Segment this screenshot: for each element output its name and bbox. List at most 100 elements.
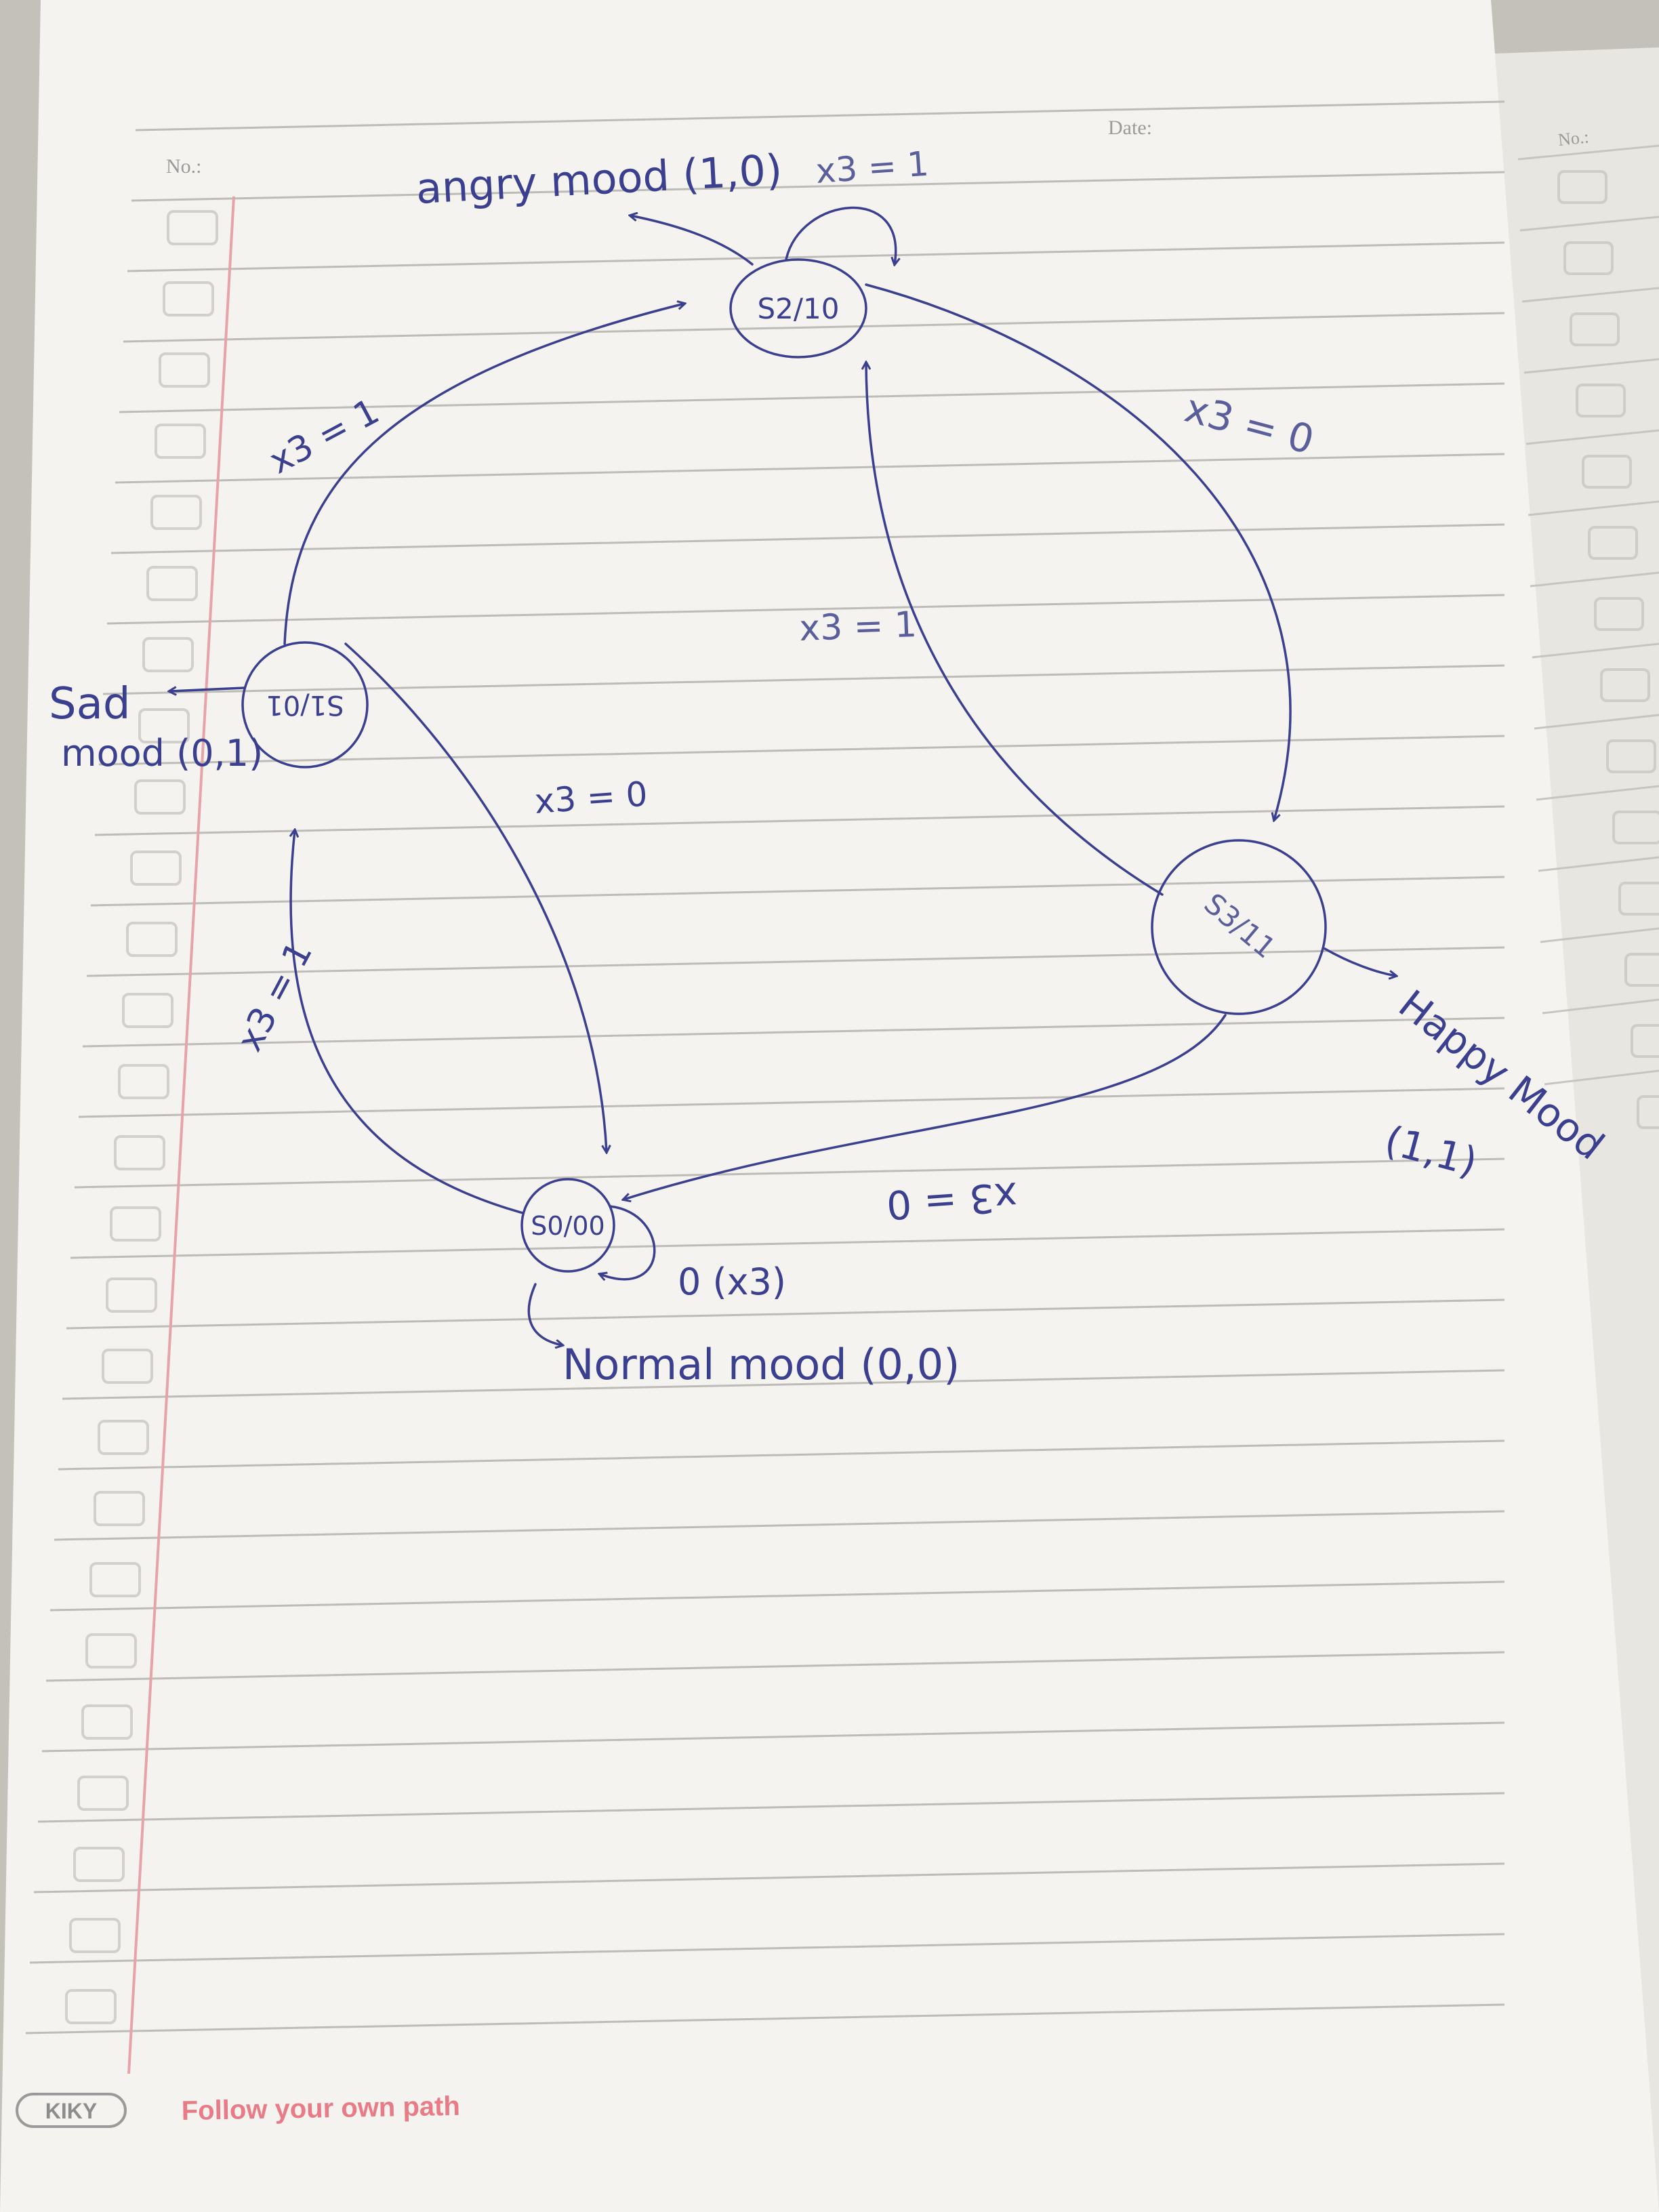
right-margin-box	[1637, 1095, 1659, 1129]
margin-box	[159, 352, 210, 388]
ruled-line	[102, 664, 1505, 695]
margin-box	[110, 1206, 161, 1242]
edge-s2-to-s3	[623, 1014, 1227, 1200]
margin-box	[150, 495, 202, 530]
ruled-line	[119, 382, 1505, 413]
margin-box	[89, 1562, 141, 1597]
right-margin-box	[1576, 384, 1626, 417]
sad-output-label-line1: Sad	[49, 679, 130, 729]
right-margin-box	[1594, 597, 1644, 631]
right-page-lines	[1517, 144, 1659, 1086]
no-label: No.:	[166, 155, 202, 178]
right-margin-box	[1582, 455, 1632, 489]
state-s3-label: S0/00	[531, 1211, 605, 1241]
ruled-line	[86, 946, 1505, 977]
margin-box	[94, 1491, 145, 1526]
edge-s1-to-s2	[865, 283, 1292, 820]
margin-box	[142, 637, 194, 672]
margin-box	[167, 210, 218, 245]
edge-s3-to-s0	[291, 830, 525, 1214]
s2-to-s1-label: x3 = 1	[798, 605, 918, 649]
margin-box	[138, 708, 190, 743]
right-ruled-line	[1540, 927, 1659, 943]
margin-box	[98, 1420, 149, 1455]
arrow-to-happy	[1324, 947, 1396, 976]
state-s1-circle	[729, 258, 867, 359]
right-ruled-line	[1544, 1069, 1659, 1086]
arrow-to-angry	[630, 216, 754, 266]
ruled-line	[25, 2003, 1505, 2034]
margin-box	[106, 1277, 157, 1313]
right-ruled-line	[1523, 358, 1659, 374]
state-diagram	[169, 206, 1396, 1345]
margin-box	[146, 566, 198, 601]
ruled-line	[110, 523, 1505, 554]
ruled-line	[74, 1158, 1505, 1189]
ruled-line	[66, 1298, 1505, 1330]
ruled-line	[54, 1510, 1505, 1541]
ruled-line	[33, 1862, 1505, 1893]
ruled-line	[90, 876, 1505, 907]
date-label: Date:	[1108, 117, 1152, 139]
margin-box	[114, 1135, 165, 1170]
edge-s0-to-s3	[344, 642, 607, 1152]
right-ruled-line	[1542, 998, 1659, 1015]
margin-box	[73, 1847, 125, 1882]
s0-to-s3-label: x3 = 0	[533, 774, 649, 821]
ruled-line	[131, 171, 1505, 202]
right-ruled-line	[1528, 500, 1659, 516]
loop-s1	[785, 206, 896, 264]
margin-box	[85, 1633, 137, 1668]
ruled-line	[62, 1369, 1505, 1400]
margin-box	[65, 1989, 117, 2024]
state-s1-label: S2/10	[758, 292, 840, 325]
slogan: Follow your own path	[181, 2091, 460, 2126]
margin-box	[118, 1064, 169, 1099]
ruled-line	[135, 100, 1505, 131]
brand-label: KIKY	[45, 2099, 97, 2123]
ruled-line	[82, 1017, 1505, 1048]
right-margin-box	[1612, 811, 1659, 844]
margin-box	[130, 851, 182, 886]
margin-box	[102, 1349, 153, 1384]
right-margin-box	[1606, 739, 1656, 773]
right-margin-box	[1600, 668, 1650, 702]
ruled-line	[78, 1087, 1505, 1118]
ruled-line	[49, 1580, 1505, 1612]
right-page-boxes	[1557, 170, 1659, 1129]
ruled-line	[127, 241, 1505, 272]
right-margin-box	[1624, 953, 1659, 987]
margin-box	[163, 281, 214, 316]
s2-to-s3-label: x3 = 0	[885, 1173, 1019, 1228]
right-ruled-line	[1519, 216, 1659, 232]
right-ruled-line	[1538, 856, 1659, 872]
arrow-to-normal	[527, 1283, 562, 1345]
right-ruled-line	[1530, 571, 1659, 588]
right-margin-box	[1618, 882, 1659, 916]
ruled-line	[29, 1933, 1505, 1964]
margin-box	[126, 922, 178, 957]
margin-box	[155, 424, 206, 459]
edge-s2-to-s1	[866, 363, 1164, 896]
right-ruled-line	[1517, 144, 1659, 161]
margin-boxes	[65, 210, 218, 2024]
ruled-line	[70, 1228, 1505, 1259]
next-page-no-label: No.:	[1557, 127, 1590, 150]
ruled-line	[123, 312, 1505, 343]
normal-output-label: Normal mood (0,0)	[562, 1340, 960, 1389]
margin-box	[77, 1776, 129, 1811]
s1-self-loop-label: x3 = 1	[815, 144, 930, 191]
right-ruled-line	[1534, 714, 1659, 730]
loop-s3	[600, 1205, 656, 1279]
state-s2-circle	[1151, 839, 1327, 1015]
ruled-line	[94, 805, 1505, 836]
right-ruled-line	[1536, 785, 1659, 801]
right-margin-box	[1570, 312, 1620, 346]
ruled-line	[58, 1439, 1505, 1471]
ruled-line	[37, 1792, 1505, 1823]
margin-line	[127, 196, 235, 2074]
ruled-line	[41, 1721, 1505, 1753]
arrow-to-sad	[169, 688, 245, 691]
